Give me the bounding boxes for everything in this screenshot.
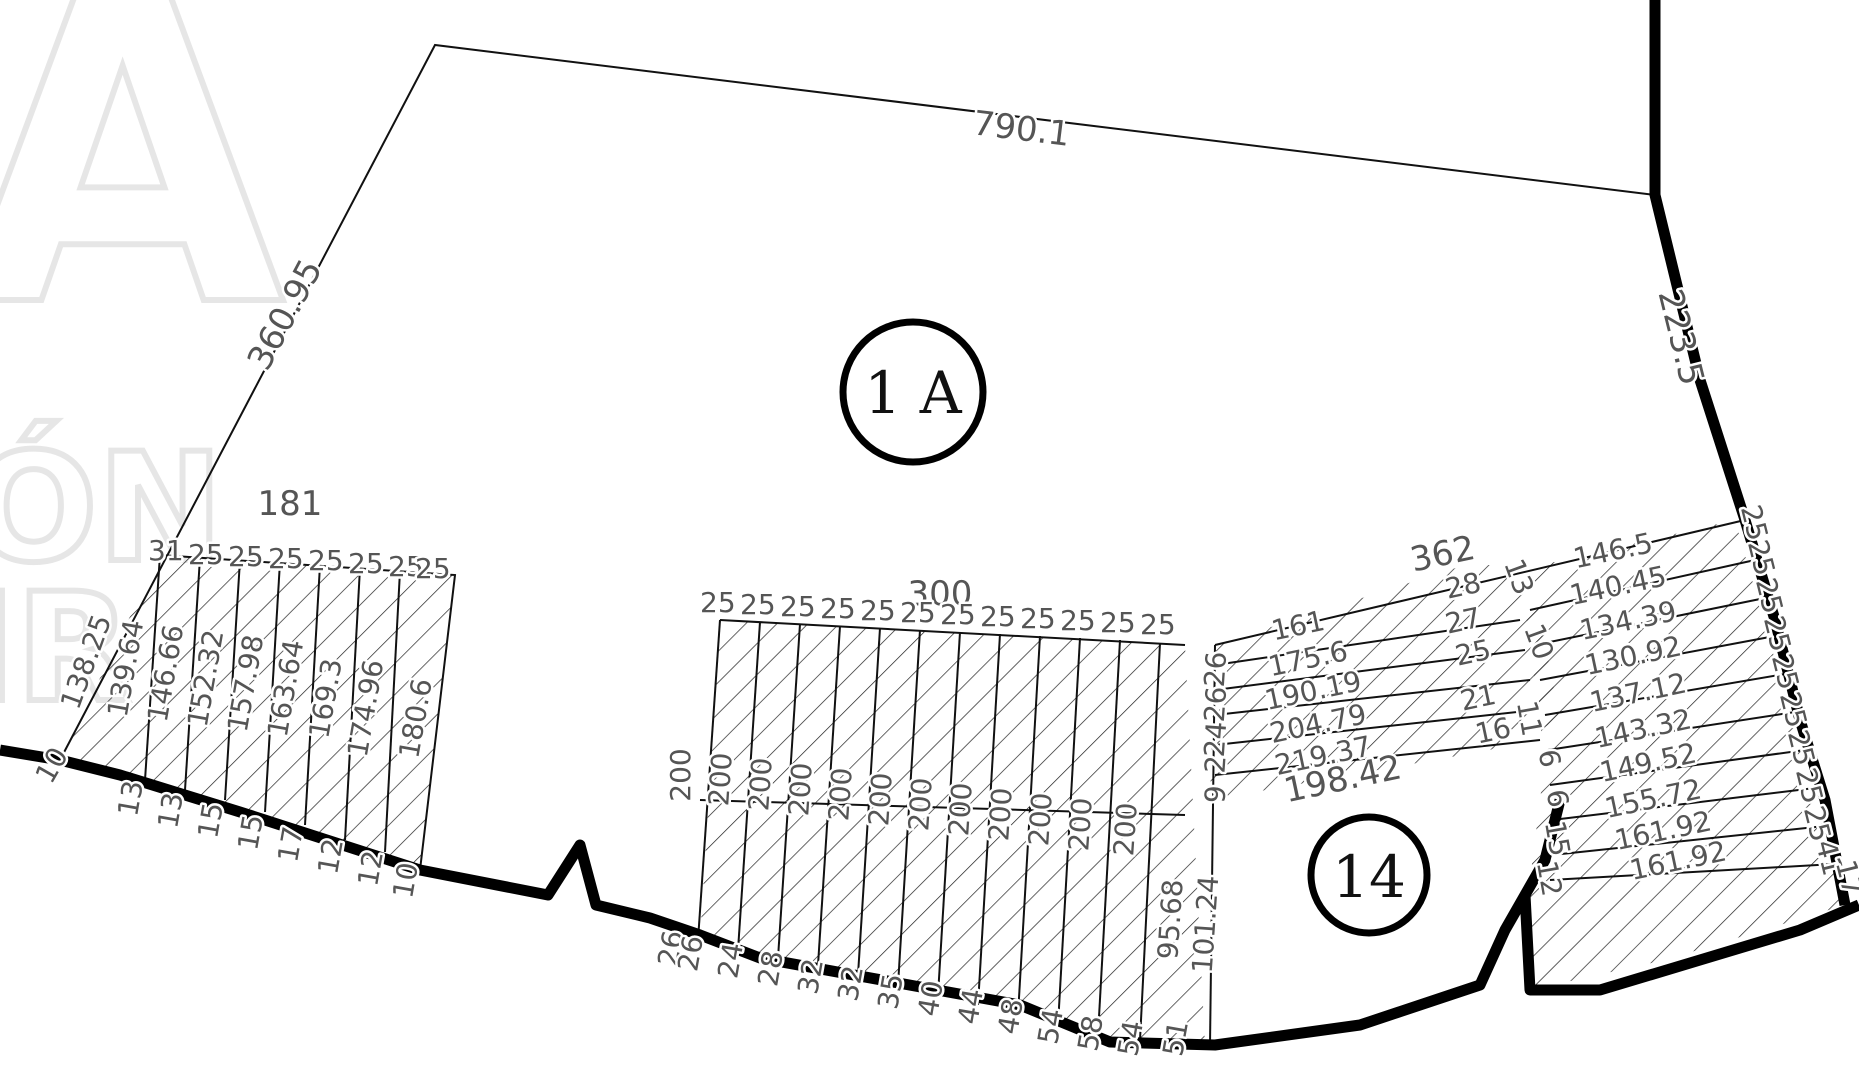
parcel-boundary-heavy: [0, 0, 1859, 1051]
block-east-b-curve-width: 11: [1510, 698, 1549, 739]
block-east-a-side-width: 26: [1198, 650, 1233, 688]
block-center-rear-width: 26: [671, 933, 710, 974]
block-east-a-side-width: 24: [1198, 720, 1233, 758]
watermark: A ÓN IR: [0, 0, 291, 739]
block-west-frontage: 25: [228, 540, 264, 573]
lot-14-label: 14: [1332, 843, 1406, 911]
block-east-a-side-width: 26: [1198, 685, 1233, 723]
block-center-rear-width: 54: [1111, 1018, 1150, 1059]
block-center-side-depth: 95.68: [1151, 878, 1190, 960]
block-east-b-curve-width: 15: [1538, 818, 1577, 859]
block-center-frontage: 25: [1140, 608, 1176, 641]
block-center-rear-width: 48: [991, 996, 1030, 1037]
block-west-total: 181: [258, 484, 323, 524]
block-center-rear-width: 44: [951, 986, 990, 1027]
block-west-frontage: 25: [348, 547, 384, 580]
block-center-depth: 200: [822, 767, 859, 823]
block-center-depth: 200: [902, 777, 939, 833]
block-center-frontage: 25: [940, 598, 976, 631]
block-west-frontage: 25: [188, 538, 224, 571]
block-west-frontage: 25: [415, 552, 451, 585]
lot-14-marker: 14: [1307, 813, 1431, 937]
lot-division-lines: [144, 554, 1836, 1041]
block-center-frontage: 25: [1100, 606, 1136, 639]
lot-1a-label: 1 A: [864, 359, 962, 427]
block-center-depth: 200: [1062, 797, 1099, 853]
block-east-a-labels: 362 161 175.6 190.19 204.79 219.37 198.4…: [1195, 525, 1516, 813]
block-center-rear-width: 24: [711, 940, 750, 981]
block-center-rear-width: 32: [791, 956, 830, 997]
block-west-rear-width: 15: [231, 812, 270, 853]
block-west-rear-width: 13: [111, 778, 150, 819]
hatched-block-center: [700, 620, 1205, 1045]
block-center-rear-width: 51: [1156, 1018, 1195, 1059]
block-center-depth: 200: [664, 748, 697, 801]
block-west-frontage: 25: [388, 550, 424, 583]
block-center-frontage: 25: [980, 600, 1016, 633]
dimension-right: 223.5: [1649, 285, 1711, 389]
hatched-lots: [60, 520, 1845, 1045]
block-center-frontage: 25: [1020, 602, 1056, 635]
block-center-depth: 200: [1107, 802, 1144, 858]
block-center-frontage: 25: [780, 590, 816, 623]
block-west-rear-width: 15: [191, 800, 230, 841]
block-center-rear-width: 32: [831, 963, 870, 1004]
block-center-frontage: 25: [820, 592, 856, 625]
block-center-rear-width: 26: [651, 928, 690, 969]
hatched-block-east-a: [1210, 565, 1560, 800]
block-center-labels: 300 25 25 25 25 25 25 25 25 25 25 25 25 …: [649, 572, 1228, 1062]
block-center-rear-width: 54: [1031, 1006, 1070, 1047]
block-center-depth: 200: [782, 762, 819, 818]
block-west-rear-width: 12: [351, 848, 390, 889]
lot-1a-marker: 1 A: [839, 318, 987, 466]
block-west-frontage: 25: [308, 544, 344, 577]
block-west-frontage: 31: [148, 534, 184, 567]
block-west-rear-width: 10: [386, 860, 425, 901]
block-west-rear-width: 13: [151, 790, 190, 831]
block-center-depth: 200: [862, 772, 899, 828]
block-center-total: 300: [908, 574, 973, 614]
block-east-a-side-width: 2: [1198, 754, 1232, 774]
parcel-boundary-thin: [59, 43, 1746, 1046]
block-west-rear-width: 12: [311, 836, 350, 877]
block-center-rear-width: 40: [911, 978, 950, 1019]
block-center-depth: 200: [982, 787, 1019, 843]
block-center-frontage: 25: [1060, 604, 1096, 637]
boundary-dimensions: 790.1 360.95 223.5: [237, 101, 1714, 392]
block-center-depth: 200: [1022, 792, 1059, 848]
watermark-letter-a: A: [0, 0, 288, 400]
block-center-rear-width: 58: [1071, 1013, 1110, 1054]
block-center-depth: 200: [742, 757, 779, 813]
block-center-frontage: 25: [700, 586, 736, 619]
block-center-frontage: 25: [740, 588, 776, 621]
block-center-rear-width: 35: [871, 971, 910, 1012]
block-east-a-side-width: 9: [1198, 784, 1232, 804]
block-center-rear-width: 28: [751, 948, 790, 989]
dimension-top: 790.1: [971, 103, 1072, 155]
block-center-depth: 200: [942, 782, 979, 838]
block-center-frontage: 25: [860, 594, 896, 627]
block-center-depth: 200: [702, 752, 739, 808]
block-west-frontage: 25: [268, 542, 304, 575]
block-east-a-rear-width: 16: [1472, 711, 1514, 751]
block-west-rear-width: 17: [271, 824, 310, 865]
block-center-side-depth: 101.24: [1186, 874, 1226, 974]
block-east-b-curve-width: 12: [1530, 858, 1569, 899]
block-center-frontage: 25: [900, 596, 936, 629]
